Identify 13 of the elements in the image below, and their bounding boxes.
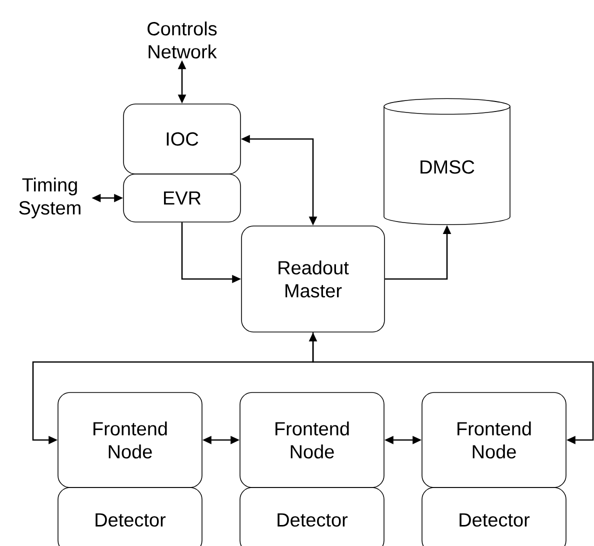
process-box: IOC <box>123 104 241 174</box>
label-text: Controls Network <box>148 22 217 58</box>
process-box: Frontend Node <box>58 392 202 488</box>
database-cylinder: DMSC <box>384 98 510 226</box>
process-box: Frontend Node <box>422 392 566 488</box>
process-box: Frontend Node <box>240 392 384 488</box>
process-box: Detector <box>240 487 384 546</box>
process-box: EVR <box>123 174 241 222</box>
process-box: Readout Master <box>241 226 385 332</box>
process-box: Detector <box>58 487 202 546</box>
label-text: Timing System <box>19 178 80 218</box>
arrow <box>312 332 594 444</box>
process-box: Detector <box>422 487 566 546</box>
